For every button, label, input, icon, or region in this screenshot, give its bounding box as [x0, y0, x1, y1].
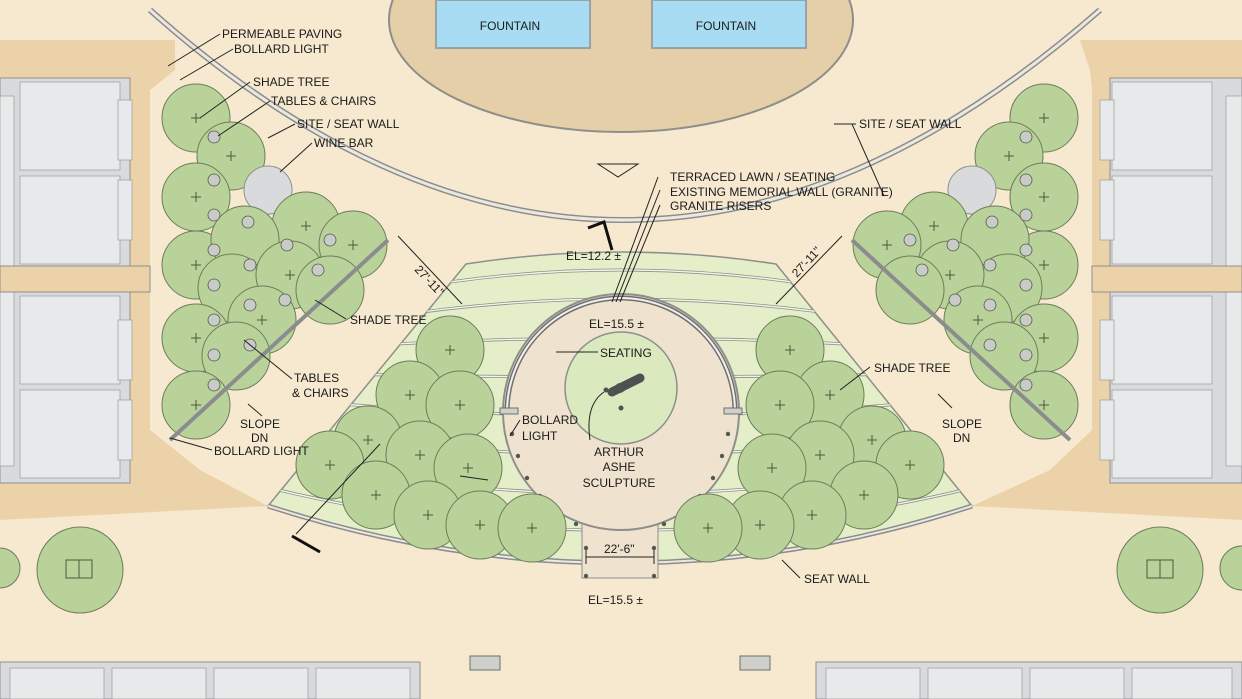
fountain-label-right: FOUNTAIN — [696, 19, 756, 33]
label-el-mid: EL=15.5 ± — [589, 317, 644, 331]
label-bollard-light-top: BOLLARD LIGHT — [234, 42, 329, 56]
label-bollard-light-center-1: BOLLARD — [522, 413, 578, 427]
label-shade-tree-left-mid: SHADE TREE — [350, 313, 426, 327]
tables-chairs-right — [903, 130, 1033, 392]
label-granite-risers: GRANITE RISERS — [670, 199, 771, 213]
fountain-pool-left — [435, 0, 591, 49]
label-el-top: EL=12.2 ± — [566, 249, 621, 263]
label-shade-tree-tl: SHADE TREE — [253, 75, 329, 89]
street-trees — [0, 526, 1242, 614]
label-tables-chairs-bottom-2: & CHAIRS — [292, 386, 349, 400]
tables-chairs-left — [207, 130, 337, 392]
fountain-label-left: FOUNTAIN — [480, 19, 540, 33]
label-slope-dn-left-2: DN — [251, 431, 268, 445]
seat-wall-right-diag — [850, 238, 1072, 442]
leader-lines — [167, 33, 953, 579]
triangle-marker-icon — [596, 163, 640, 178]
amphi-trees-left — [295, 315, 567, 563]
seat-wall-left-diag — [168, 238, 390, 442]
section-cut-top — [587, 220, 614, 251]
label-terraced-lawn: TERRACED LAWN / SEATING — [670, 170, 835, 184]
label-bollard-light-center-2: LIGHT — [522, 429, 558, 443]
tree-grove-left — [161, 83, 390, 442]
label-slope-dn-left-1: SLOPE — [240, 417, 280, 431]
dim-line-right — [775, 235, 843, 305]
label-sculpture-1: ARTHUR — [594, 445, 644, 459]
building-left — [0, 77, 151, 484]
label-wine-bar: WINE BAR — [314, 136, 374, 150]
label-el-bottom: EL=15.5 ± — [588, 593, 643, 607]
label-sculpture-3: SCULPTURE — [583, 476, 656, 490]
label-shade-tree-right: SHADE TREE — [874, 361, 950, 375]
label-slope-dn-right-1: SLOPE — [942, 417, 982, 431]
tree-grove-right — [850, 83, 1079, 442]
section-cut-bottom — [291, 534, 321, 554]
wine-bar — [243, 165, 293, 215]
label-site-seat-wall-right: SITE / SEAT WALL — [859, 117, 962, 131]
label-tables-chairs-bottom-1: TABLES — [294, 371, 339, 385]
label-slope-dn-right-2: DN — [953, 431, 970, 445]
label-permeable-paving: PERMEABLE PAVING — [222, 27, 342, 41]
wine-bar-right — [947, 165, 997, 215]
label-memorial-wall: EXISTING MEMORIAL WALL (GRANITE) — [670, 185, 893, 199]
fountain-pool-right — [651, 0, 807, 49]
buildings-bottom — [0, 655, 1242, 699]
label-tables-chairs-top: TABLES & CHAIRS — [271, 94, 376, 108]
label-sculpture-2: ASHE — [603, 460, 636, 474]
memorial-circle — [499, 293, 743, 579]
sculpture — [588, 373, 645, 441]
label-dim-bottom: 22'-6" — [604, 542, 635, 556]
dim-line-left — [397, 235, 463, 305]
label-seating: SEATING — [600, 346, 652, 360]
label-seat-wall: SEAT WALL — [804, 572, 870, 586]
amphi-trees-right — [673, 315, 945, 563]
building-right — [1091, 77, 1242, 484]
site-seat-wall-arc-inner — [149, 8, 1101, 222]
label-bollard-light-bottom: BOLLARD LIGHT — [214, 444, 309, 458]
label-site-seat-wall-left: SITE / SEAT WALL — [297, 117, 400, 131]
